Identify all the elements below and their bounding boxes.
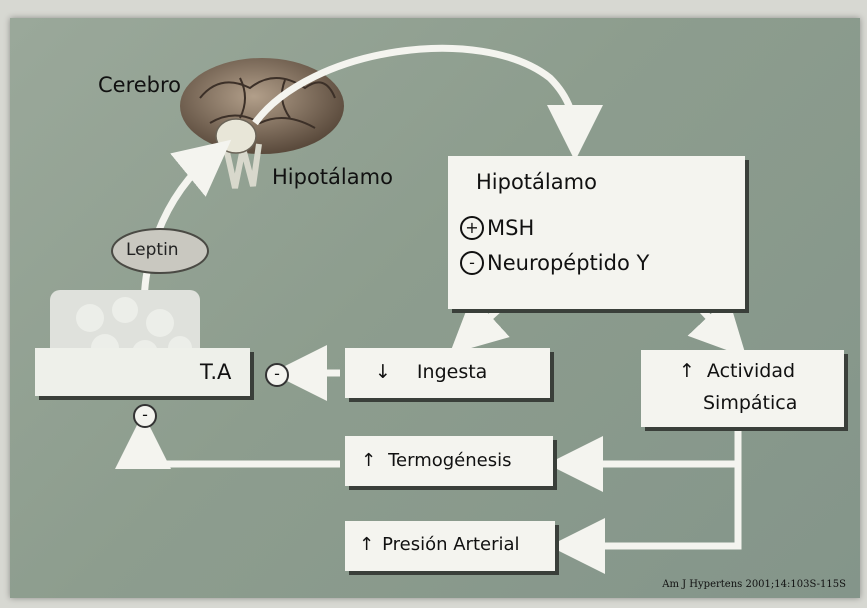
plus-sign-icon: + <box>460 216 484 240</box>
hipotalamo-item-msh: + MSH <box>460 216 534 240</box>
presion-arterial-label: Presión Arterial <box>382 534 519 555</box>
up-arrow-icon: ↑ <box>679 360 695 382</box>
termogenesis-label: Termogénesis <box>388 450 511 471</box>
up-arrow-icon: ↑ <box>359 534 374 555</box>
slide: Cerebro Hipotálamo Leptin Hipotálamo + M… <box>10 18 860 598</box>
simpatica-label: Simpática <box>703 392 797 414</box>
presion-arterial-box: ↑ Presión Arterial <box>345 521 555 571</box>
minus-sign-icon: - <box>460 251 484 275</box>
minus-sign-icon: - <box>265 363 289 387</box>
minus-sign-icon: - <box>133 404 157 428</box>
hipotalamo-label: Hipotálamo <box>272 165 393 189</box>
ingesta-box: ↓ Ingesta <box>345 348 550 398</box>
down-arrow-icon: ↓ <box>375 361 391 383</box>
hipotalamo-item-npy: - Neuropéptido Y <box>460 251 649 275</box>
actividad-label: Actividad <box>707 360 795 382</box>
hipotalamo-box: Hipotálamo + MSH - Neuropéptido Y <box>448 156 745 309</box>
leptin-label: Leptin <box>126 240 179 260</box>
ta-box: T.A <box>35 348 250 396</box>
ta-label: T.A <box>200 360 231 384</box>
ingesta-label: Ingesta <box>417 361 487 383</box>
hipotalamo-box-title: Hipotálamo <box>476 170 597 194</box>
citation: Am J Hypertens 2001;14:103S-115S <box>662 579 846 590</box>
termogenesis-box: ↑ Termogénesis <box>345 436 553 486</box>
actividad-simpatica-box: ↑ Actividad Simpática <box>641 350 844 427</box>
cerebro-label: Cerebro <box>98 73 181 97</box>
up-arrow-icon: ↑ <box>361 450 376 471</box>
